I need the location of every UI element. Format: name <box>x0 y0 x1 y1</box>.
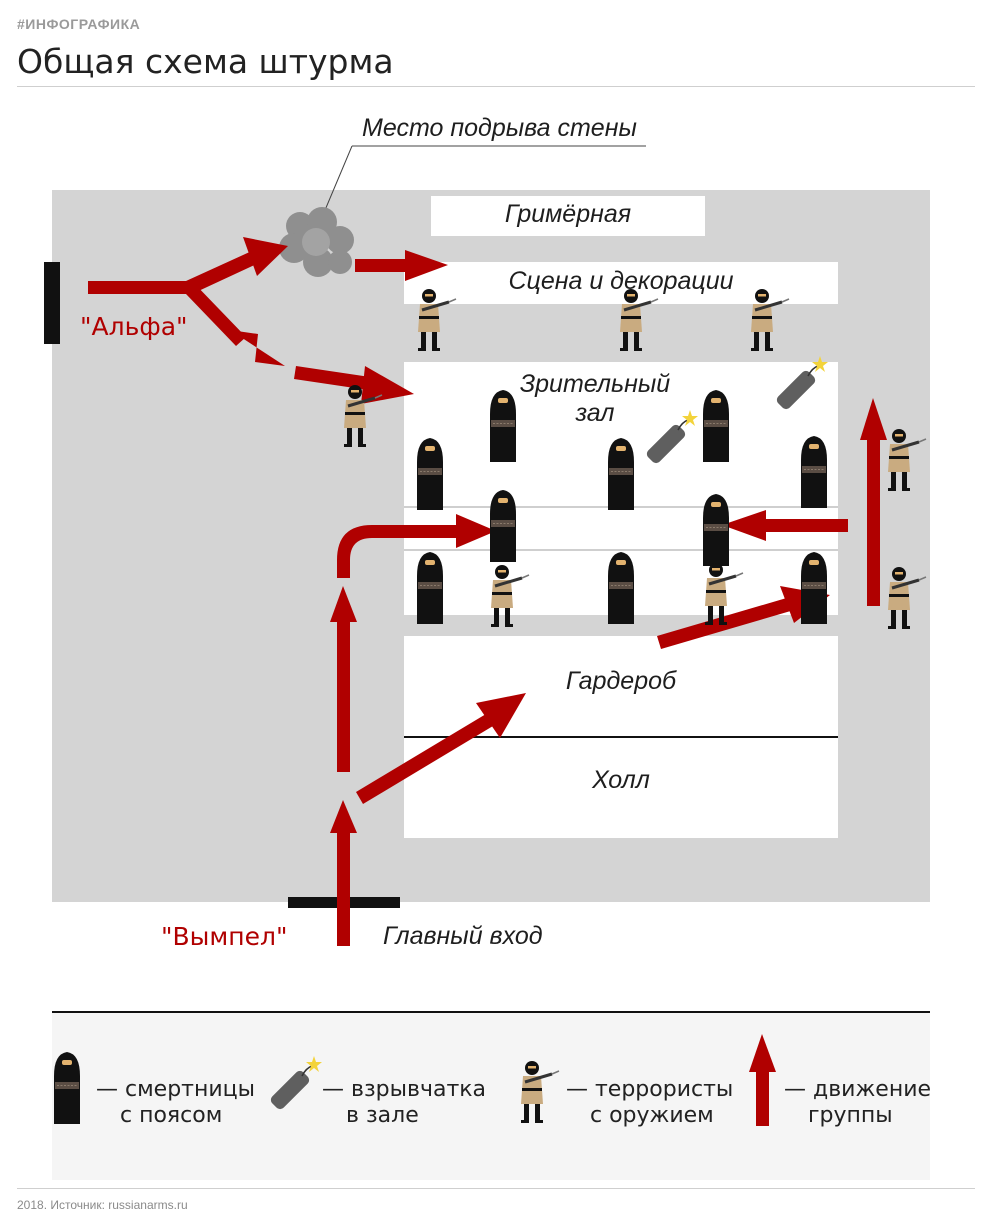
page-title: Общая схема штурма <box>17 42 394 81</box>
cloakroom-arrow <box>356 714 493 804</box>
stage-arrow-shaft <box>355 259 410 272</box>
auditorium-label-line1: Зрительный <box>519 370 671 398</box>
movement-arrow-icon <box>749 1034 776 1126</box>
female-bomber-icon <box>800 551 828 625</box>
wall-blast-label: Место подрыва стены <box>362 114 637 142</box>
dressing-room <box>431 196 705 236</box>
east-up-arrow-shaft <box>867 436 880 606</box>
east-arrow-head <box>722 510 766 541</box>
legend-movement-line1: — движение <box>784 1077 932 1102</box>
legend-panel <box>52 1013 930 1180</box>
vympel-arrow-upper-head <box>330 586 357 622</box>
legend-female-bomber: — смертницы с поясом <box>96 1077 255 1129</box>
female-bomber-icon <box>607 437 635 511</box>
vympel-arrow-head <box>330 800 357 833</box>
smoke-icon <box>279 207 354 277</box>
main-entrance-label: Главный вход <box>383 922 543 950</box>
female-bomber-icon <box>416 551 444 625</box>
alpha-entry-marker <box>44 262 60 344</box>
cloakroom-arrow-head <box>476 693 526 738</box>
female-bomber-icon <box>416 437 444 511</box>
cloakroom-label: Гардероб <box>565 667 677 695</box>
alpha-arrow-lower-head <box>230 330 285 366</box>
legend-terrorists-line2: с оружием <box>590 1103 714 1128</box>
legend-terrorists: — террористы с оружием <box>566 1077 733 1129</box>
female-bomber-icon <box>702 389 730 463</box>
alpha-arrow-lower <box>186 281 246 346</box>
auditorium-west-arrow-head <box>361 366 414 404</box>
legend-female-bomber-line2: с поясом <box>120 1103 223 1128</box>
vympel-arrow-upper <box>337 618 350 772</box>
footer-divider <box>17 1188 975 1189</box>
vympel-group-label: "Вымпел" <box>161 922 288 951</box>
female-bomber-icon <box>53 1051 81 1125</box>
vympel-arrow-shaft <box>337 830 350 946</box>
legend-explosives-line1: — взрывчатка <box>322 1077 487 1102</box>
female-bomber-icon <box>702 493 730 567</box>
legend-explosives: — взрывчатка в зале <box>322 1077 486 1129</box>
legend-movement-line2: группы <box>808 1103 893 1128</box>
infographic-tag: #ИНФОГРАФИКА <box>17 16 141 32</box>
legend-movement: — движение группы <box>784 1077 931 1129</box>
legend-female-bomber-line1: — смертницы <box>96 1077 256 1102</box>
alpha-arrow-upper-head <box>243 237 288 276</box>
auditorium-label-line2: зал <box>575 399 615 427</box>
alpha-arrow-upper <box>186 250 261 294</box>
female-bomber-icon <box>489 489 517 563</box>
stage-arrow-head <box>405 250 448 281</box>
female-bomber-icon <box>800 435 828 509</box>
legend-terrorists-line1: — террористы <box>566 1077 734 1102</box>
vympel-curve-arrow-head <box>456 514 496 548</box>
east-arrow-shaft <box>760 519 848 532</box>
auditorium-west-arrow <box>294 366 370 390</box>
vympel-curve-arrow <box>337 525 462 578</box>
hall-label: Холл <box>592 766 650 794</box>
east-up-arrow-head <box>860 398 887 440</box>
stage-label: Сцена и декорации <box>508 267 734 295</box>
legend-explosives-line2: в зале <box>346 1103 419 1128</box>
title-divider <box>17 86 975 87</box>
alpha-group-label: "Альфа" <box>80 312 188 341</box>
alpha-arrow-shaft <box>88 281 192 294</box>
source-footer: 2018. Источник: russianarms.ru <box>17 1198 188 1212</box>
female-bomber-icon <box>607 551 635 625</box>
dressing-room-label: Гримёрная <box>504 200 632 228</box>
